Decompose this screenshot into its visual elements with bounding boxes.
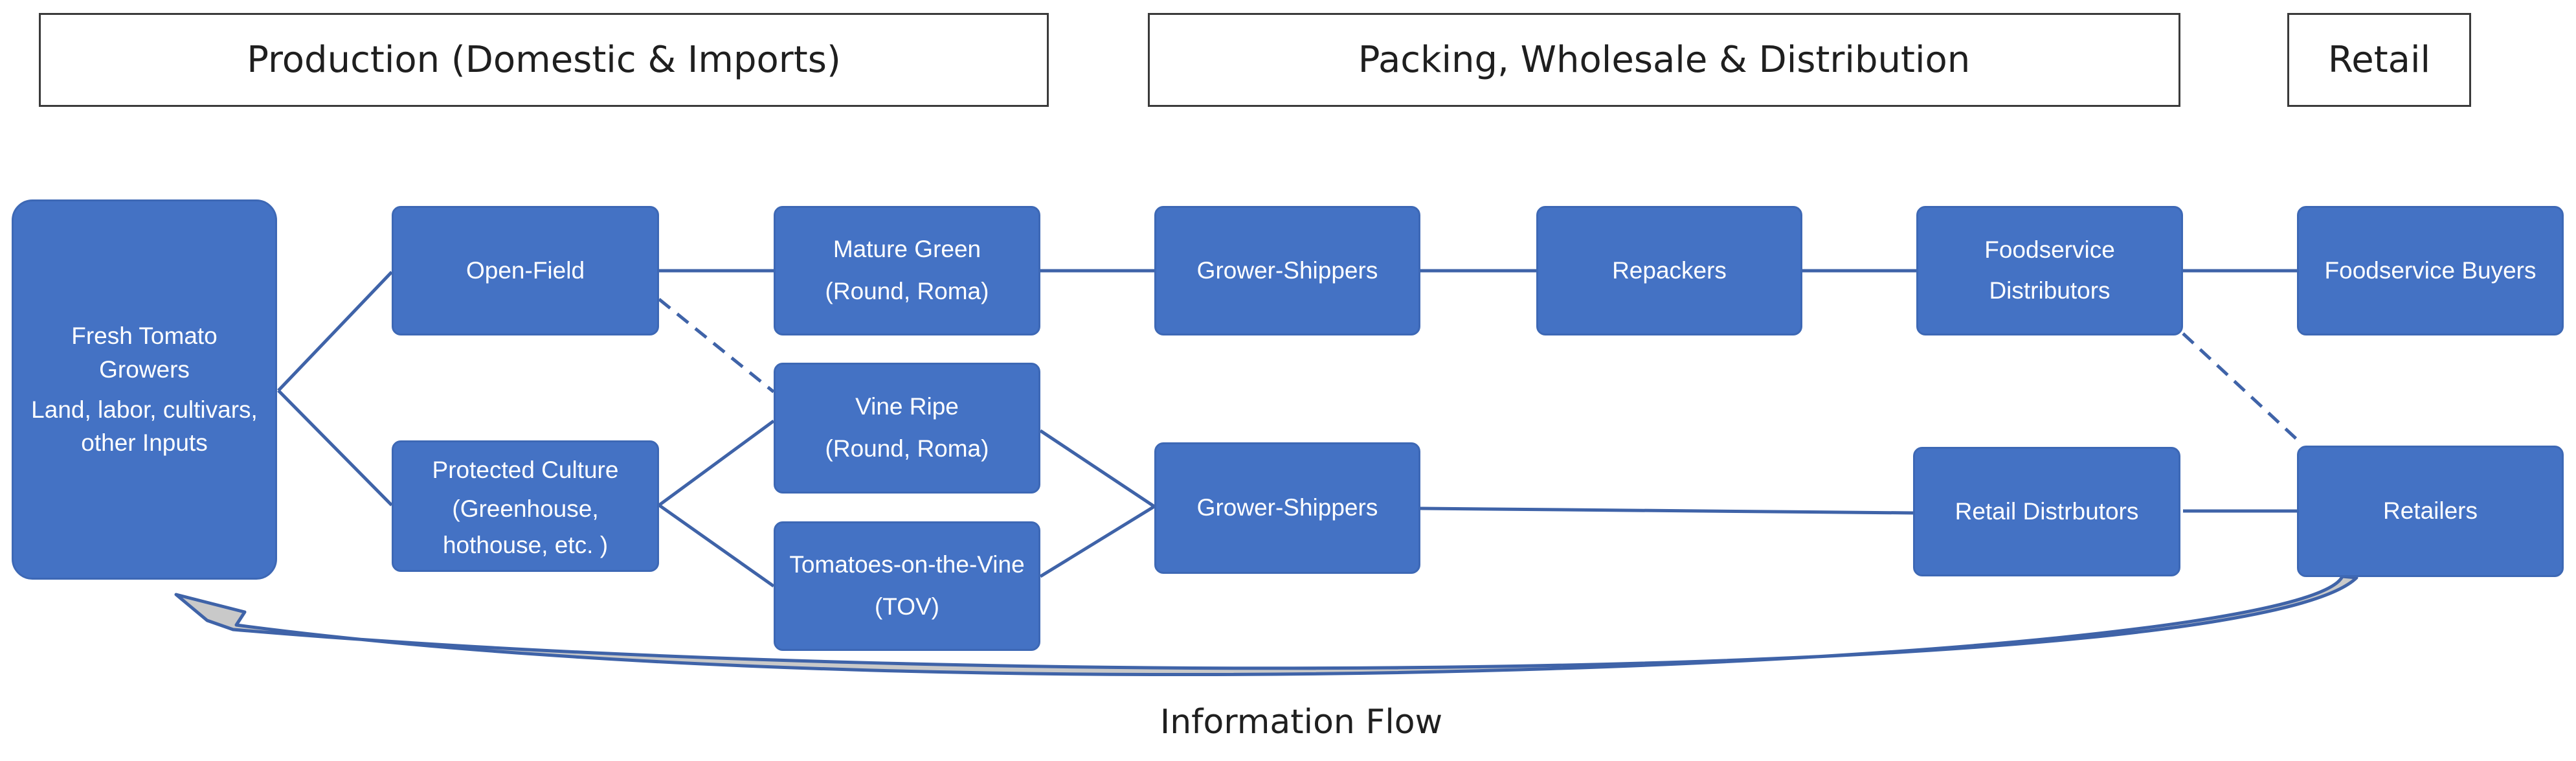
grower-shippers-bottom-title: Grower-Shippers [1196,494,1378,521]
node-repackers[interactable]: Repackers [1536,206,1802,335]
connector-openfield-vineripe-dashed [658,298,775,393]
node-retail-distributors[interactable]: Retail Distrbutors [1913,447,2180,576]
stage-header-packing-label: Packing, Wholesale & Distribution [1358,39,1971,81]
growers-title: Fresh Tomato Growers [71,322,218,383]
connector-growers-openfield [277,271,393,392]
node-fresh-tomato-growers[interactable]: Fresh Tomato Growers Land, labor, cultiv… [12,199,277,580]
node-tomatoes-on-the-vine[interactable]: Tomatoes-on-the-Vine (TOV) [774,521,1040,651]
node-open-field[interactable]: Open-Field [392,206,659,335]
information-flow-arrow [174,574,2358,677]
foodservice-distributors-title: Foodservice Distributors [1984,236,2115,304]
retail-distributors-title: Retail Distrbutors [1954,497,2139,525]
vine-ripe-title: Vine Ripe [855,393,959,420]
foodservice-buyers-title: Foodservice Buyers [2324,256,2537,284]
node-retailers[interactable]: Retailers [2297,446,2564,577]
retailers-title: Retailers [2383,497,2478,525]
stage-header-production-label: Production (Domestic & Imports) [247,39,841,81]
node-vine-ripe[interactable]: Vine Ripe (Round, Roma) [774,363,1040,494]
connector-growershippers-retaildistributors [1420,506,1914,515]
stage-header-packing: Packing, Wholesale & Distribution [1148,13,2180,107]
open-field-title: Open-Field [465,256,585,284]
connector-vineripe-growershippers [1039,429,1156,508]
tov-title: Tomatoes-on-the-Vine [789,551,1025,578]
connector-tov-growershippers [1039,505,1156,578]
stage-header-retail-label: Retail [2327,39,2431,81]
node-grower-shippers-top[interactable]: Grower-Shippers [1154,206,1420,335]
node-grower-shippers-bottom[interactable]: Grower-Shippers [1154,442,1420,574]
stage-header-retail: Retail [2287,13,2471,107]
node-mature-green[interactable]: Mature Green (Round, Roma) [774,206,1040,335]
stage-header-production: Production (Domestic & Imports) [39,13,1049,107]
tov-sub: (TOV) [874,593,940,620]
repackers-title: Repackers [1612,256,1727,284]
grower-shippers-top-title: Grower-Shippers [1196,256,1378,284]
connector-protected-tov [658,503,775,588]
connector-foodservicedistributors-retailers-dashed [2182,332,2303,445]
connector-growers-protected [277,389,393,506]
connector-protected-vineripe [658,419,775,507]
protected-sub: (Greenhouse, hothouse, etc. ) [442,495,609,558]
vine-ripe-sub: (Round, Roma) [825,435,989,462]
node-protected-culture[interactable]: Protected Culture (Greenhouse, hothouse,… [392,440,659,572]
node-foodservice-buyers[interactable]: Foodservice Buyers [2297,206,2564,335]
growers-sub: Land, labor, cultivars, other Inputs [31,396,258,457]
protected-title: Protected Culture [432,456,619,483]
mature-green-title: Mature Green [833,236,981,263]
node-foodservice-distributors[interactable]: Foodservice Distributors [1916,206,2183,335]
information-flow-label: Information Flow [1159,703,1443,742]
mature-green-sub: (Round, Roma) [825,278,989,304]
